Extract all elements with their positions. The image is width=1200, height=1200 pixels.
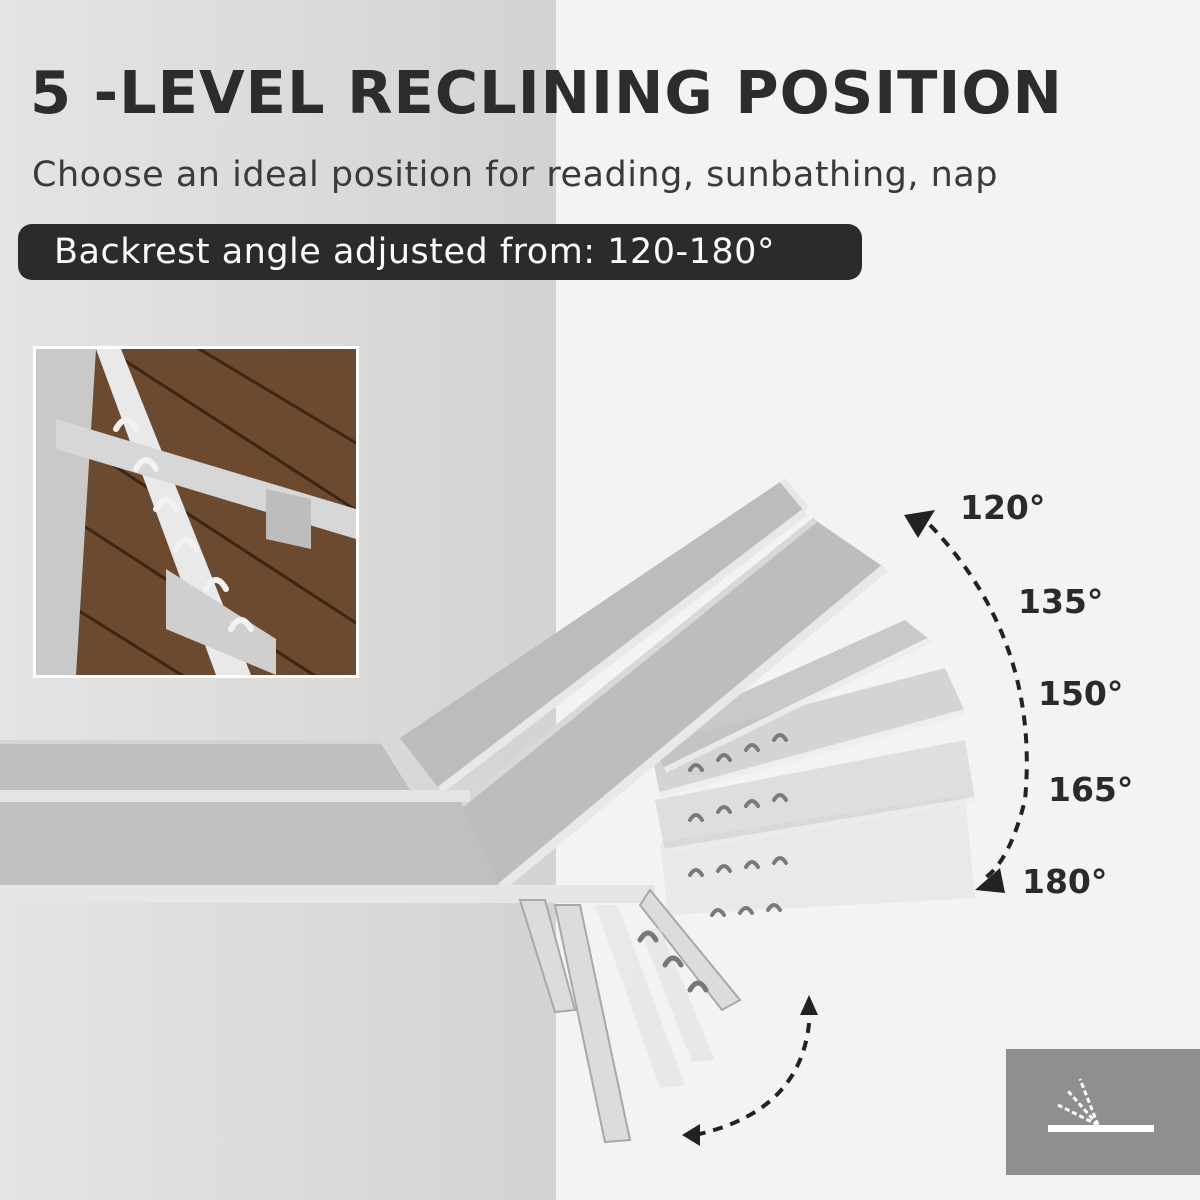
backrest-range-pill: Backrest angle adjusted from: 120-180° [18, 224, 862, 280]
seat [0, 740, 655, 903]
frame-legs [518, 888, 742, 1144]
angle-label-120: 120° [960, 488, 1046, 527]
ghost-hooks [688, 733, 788, 917]
recline-position-icon [1006, 1049, 1200, 1175]
hook-icons [113, 417, 254, 632]
ghost-legs [595, 905, 715, 1088]
main-rail-hooks [637, 930, 709, 993]
ghost-backrest-180 [660, 795, 975, 915]
arrow-head-top [904, 510, 935, 538]
angle-label-180: 180° [1022, 862, 1108, 901]
subline: Choose an ideal position for reading, su… [32, 155, 998, 195]
ghost-backrest-135 [648, 620, 932, 773]
hook-closeup-photo [33, 346, 359, 678]
backrest-120-rear [400, 478, 808, 794]
curved-double-arrow-icon [928, 523, 1029, 880]
angle-label-165: 165° [1048, 770, 1134, 809]
backrest-120-front [428, 517, 888, 892]
headline: 5 -LEVEL RECLINING POSITION [30, 58, 1063, 127]
arrow-head-bottom [975, 868, 1005, 893]
angle-label-135: 135° [1018, 582, 1104, 621]
lower-double-arrow-icon [694, 1004, 812, 1137]
angle-label-150: 150° [1038, 674, 1124, 713]
ghost-backrest-165 [655, 740, 976, 855]
ghost-backrest-150 [650, 668, 966, 798]
